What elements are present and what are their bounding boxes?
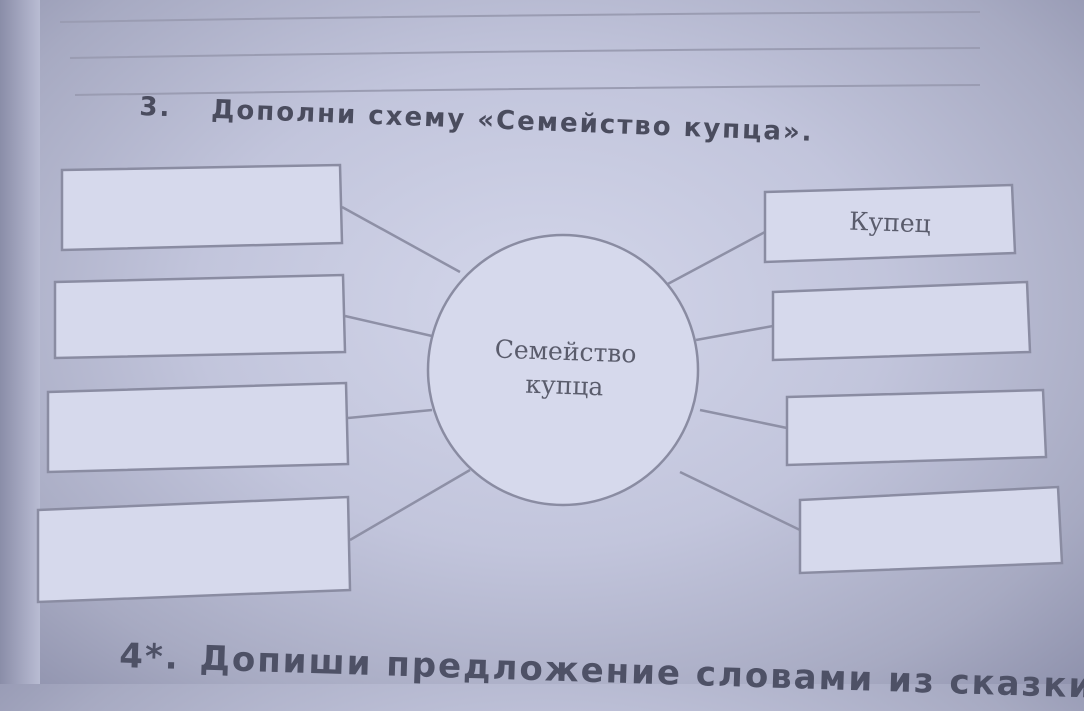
ruled-line [59, 11, 981, 23]
empty-box-right-3 [798, 485, 1064, 575]
ruled-line [74, 84, 981, 96]
connector-line [344, 314, 433, 338]
kupets-box [763, 183, 1017, 264]
kupets-label: Купец [848, 206, 932, 239]
connector-line [679, 470, 801, 532]
connector-line [695, 324, 774, 342]
connector-line [349, 468, 471, 542]
empty-box-left-3 [46, 381, 350, 474]
center-circle [426, 233, 700, 507]
empty-box-left-4 [36, 495, 352, 604]
connector-line [347, 408, 433, 420]
empty-box-left-1 [60, 163, 344, 252]
ruled-line [69, 47, 981, 59]
empty-box-right-2 [785, 388, 1048, 467]
connector-line [663, 230, 766, 288]
center-label-line-2: купца [524, 369, 604, 402]
task-number: 3. [138, 92, 172, 124]
center-label: Семейство купца [459, 331, 671, 406]
connector-line [699, 408, 788, 430]
empty-box-left-2 [53, 273, 347, 360]
connector-line [341, 205, 461, 274]
page-edge [0, 0, 40, 684]
task-number: 4*. [118, 636, 181, 678]
scheme-diagram [36, 11, 1064, 604]
empty-box-right-1 [771, 280, 1032, 362]
